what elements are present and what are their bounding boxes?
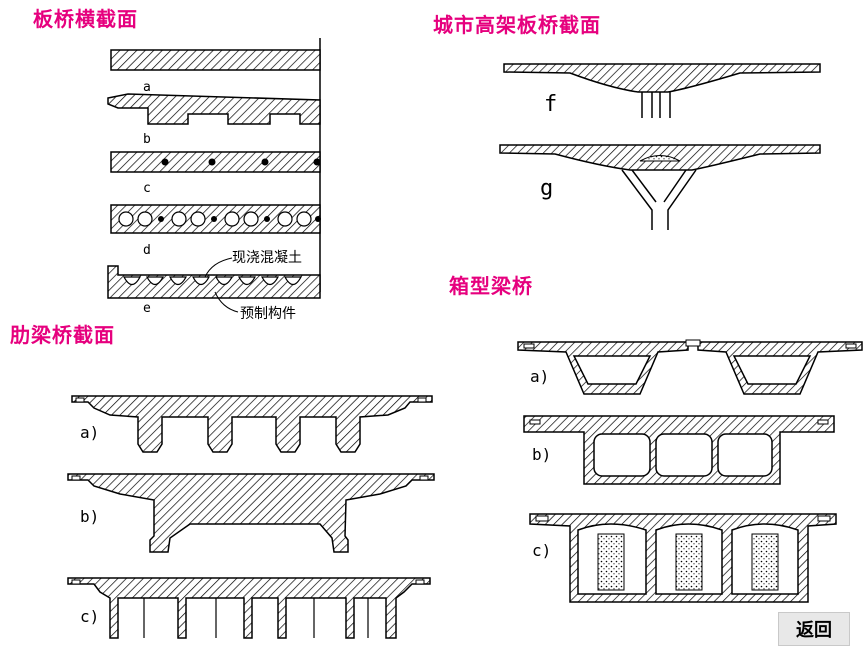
slab-label-c: c [143,181,151,196]
viaduct-g-pier-head [639,155,681,162]
return-button[interactable]: 返回 [778,612,850,646]
slab-section-b [107,93,321,125]
ribbed-section-a [71,395,433,453]
viaduct-section-f [503,63,821,93]
viaduct-label-f: f [544,92,557,117]
ribbed-label-b: b) [80,507,99,526]
precast-leader [214,291,239,313]
box-section-b [523,415,835,485]
slab-label-e: e [143,301,151,316]
box-label-c: c) [532,541,551,560]
slab-bridge-labels: a b c d e [143,80,151,316]
slab-section-a [110,49,321,71]
ribbed-label-a: a) [80,423,99,442]
box-section-a [517,339,863,395]
cast-in-place-leader [204,257,233,278]
slab-d-joints [158,216,321,222]
slab-bridge-heading: 板桥横截面 [33,7,138,31]
box-section-c [529,513,837,603]
precast-callout: 预制构件 [240,306,296,322]
ribbed-beam-group [67,395,435,639]
slab-d-voids [118,211,312,227]
urban-viaduct-heading: 城市高架板桥截面 [433,13,601,37]
ribbed-section-c [67,577,431,639]
slab-c-joints [161,158,321,166]
slab-label-a: a [143,80,151,95]
slab-e-precast-voids [122,276,303,286]
ribbed-beam-labels: a) b) c) [80,423,99,626]
slab-label-d: d [143,243,151,258]
viaduct-f-pier [641,92,671,118]
cast-in-place-callout: 现浇混凝土 [232,250,302,266]
urban-viaduct-labels: f g [540,92,557,201]
box-label-b: b) [532,445,551,464]
ribbed-beam-heading: 肋梁桥截面 [10,323,115,347]
box-girder-labels: a) b) c) [530,367,551,560]
viaduct-label-g: g [540,176,553,201]
slab-bridge-group [107,38,321,313]
viaduct-g-pier [621,169,697,230]
ribbed-section-b [67,473,435,553]
box-girder-heading: 箱型梁桥 [449,274,533,298]
slab-callouts: 现浇混凝土 预制构件 [232,250,302,322]
box-girder-group [517,339,863,603]
slab-label-b: b [143,132,151,147]
urban-viaduct-group [499,63,821,230]
box-label-a: a) [530,367,549,386]
slab-section-e [107,265,321,299]
ribbed-label-c: c) [80,607,99,626]
